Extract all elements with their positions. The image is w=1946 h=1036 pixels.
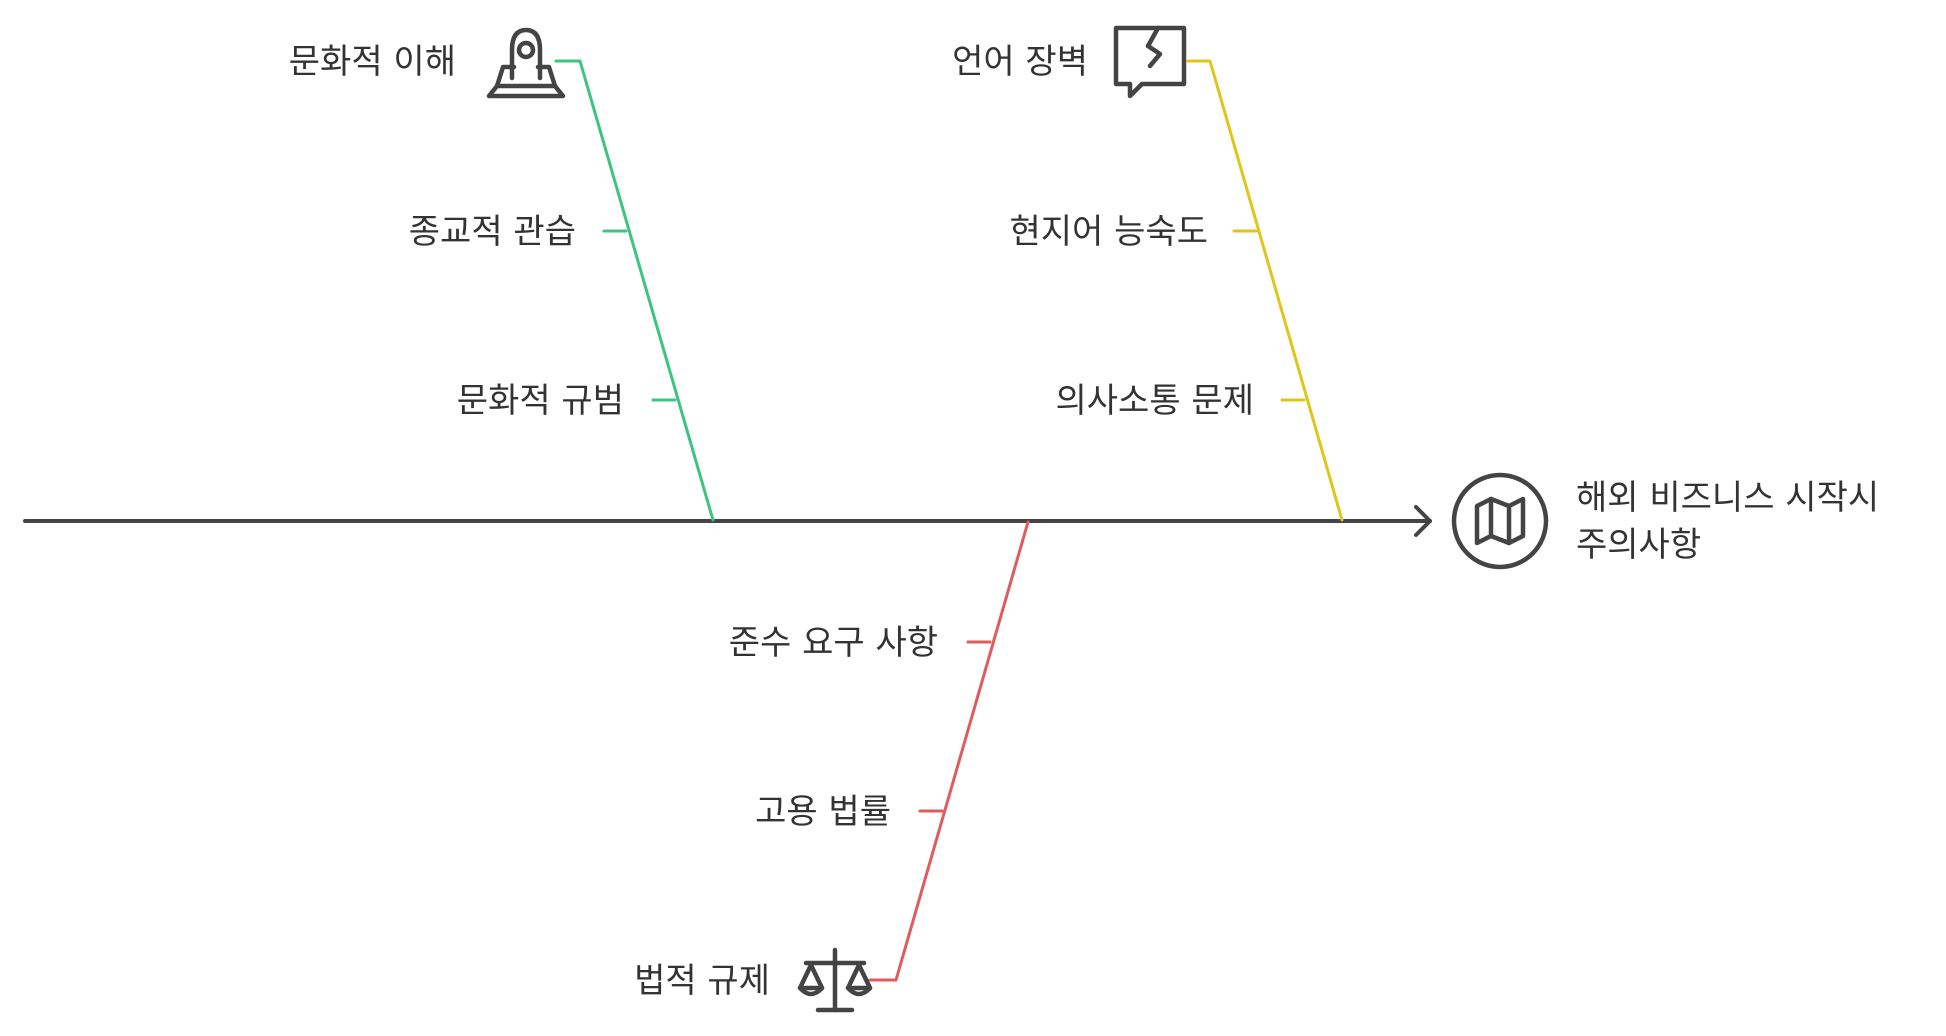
branch-culture: 문화적 이해 종교적 관습 문화적 규범 xyxy=(289,27,715,522)
broken-speech-bubble-icon xyxy=(1113,25,1187,99)
branch-culture-bone xyxy=(554,59,715,522)
branch-legal: 준수 요구 사항 고용 법률 법적 규제 xyxy=(634,520,1030,1013)
spine-arrowhead xyxy=(1414,505,1432,537)
person-on-map-icon xyxy=(486,27,566,99)
label-language-barrier: 언어 장벽 xyxy=(952,42,1088,82)
branch-language: 언어 장벽 현지어 능숙도 의사소통 문제 xyxy=(952,25,1344,522)
label-compliance-requirements: 준수 요구 사항 xyxy=(729,623,938,663)
label-legal-regulations: 법적 규제 xyxy=(634,961,770,1001)
branch-legal-bone xyxy=(868,520,1030,982)
label-local-language-proficiency: 현지어 능숙도 xyxy=(1010,212,1209,252)
label-religious-customs: 종교적 관습 xyxy=(409,212,576,252)
head-title-line-2: 주의사항 xyxy=(1576,525,1701,565)
label-employment-law: 고용 법률 xyxy=(755,792,891,832)
head-title-line-1: 해외 비즈니스 시작시 xyxy=(1576,478,1879,518)
scales-icon xyxy=(797,947,873,1013)
label-communication-issues: 의사소통 문제 xyxy=(1056,381,1255,421)
label-cultural-norms: 문화적 규범 xyxy=(457,381,624,421)
branch-language-bone xyxy=(1186,59,1344,522)
head-map-icon xyxy=(1451,472,1549,570)
label-cultural-understanding: 문화적 이해 xyxy=(289,42,456,82)
